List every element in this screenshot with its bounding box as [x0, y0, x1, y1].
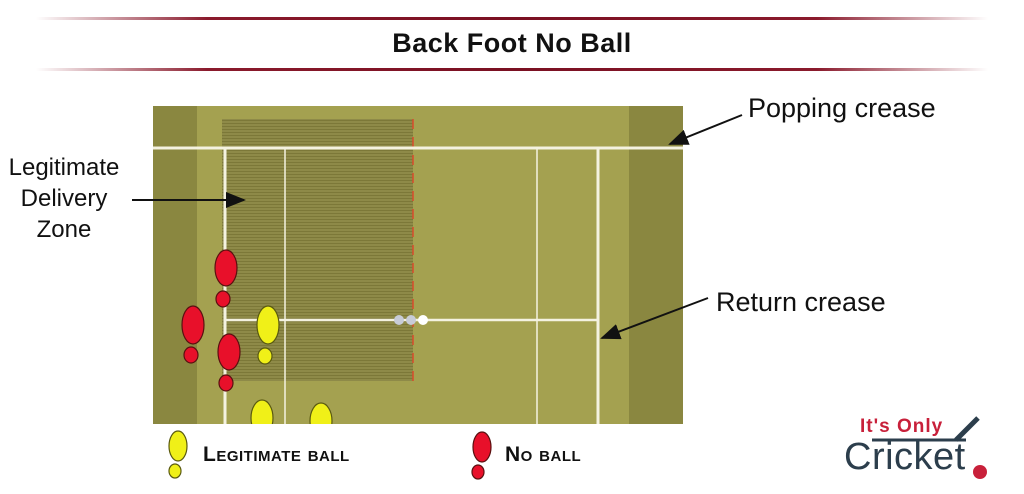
page-title: Back Foot No Ball — [392, 28, 632, 58]
no-ball-footprint-icon — [181, 249, 241, 392]
legend-no-ball-label: No ball — [505, 443, 582, 466]
left-end-band — [153, 106, 197, 424]
stump-marker — [394, 315, 404, 325]
right-end-band — [629, 106, 683, 424]
popping-crease-label: Popping crease — [748, 93, 936, 123]
return-crease-label: Return crease — [716, 287, 886, 317]
bottom-rule — [36, 68, 988, 71]
stump-marker — [418, 315, 428, 325]
return-crease-arrow — [600, 297, 709, 340]
legend-legitimate-icon — [168, 430, 188, 479]
legend-legitimate-label: Legitimate ball — [203, 443, 350, 466]
stump-marker — [406, 315, 416, 325]
zone-label-line1: Legitimate — [8, 154, 120, 181]
zone-label-line3: Zone — [36, 216, 92, 243]
logo-line2: Cricket — [844, 436, 966, 478]
legitimate-zone-label: Legitimate Delivery Zone — [6, 152, 122, 245]
its-only-cricket-logo: It's Only Cricket — [838, 410, 1008, 490]
top-rule — [36, 17, 988, 20]
logo-line1: It's Only — [860, 416, 944, 437]
legend-no-ball-icon — [471, 431, 492, 480]
cricket-bat-ball-icon — [872, 416, 987, 479]
legitimate-delivery-zone — [222, 119, 413, 381]
popping-crease-arrow — [668, 114, 743, 145]
zone-label-line2: Delivery — [20, 185, 108, 212]
